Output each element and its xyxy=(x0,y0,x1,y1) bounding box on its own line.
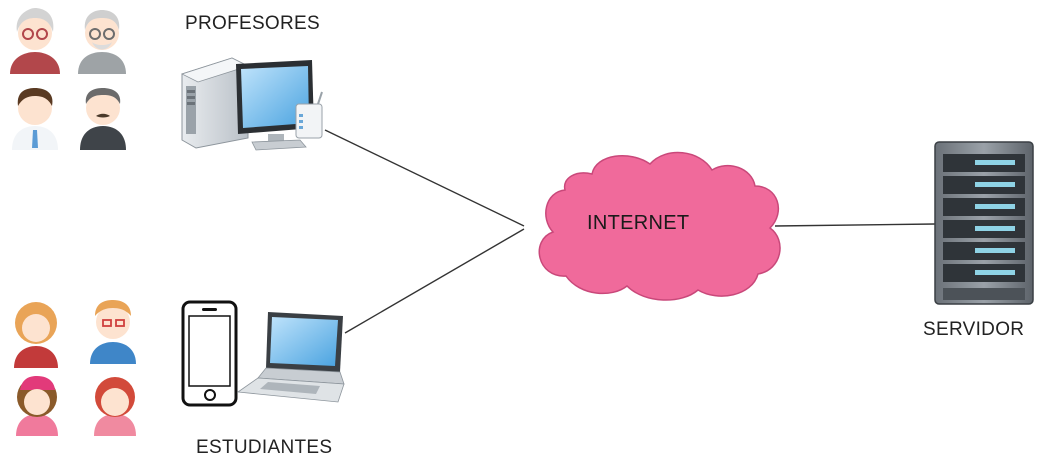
students-group xyxy=(14,300,136,436)
students-label: ESTUDIANTES xyxy=(196,437,333,458)
elderly-man-avatar xyxy=(78,10,126,74)
mustached-man-avatar xyxy=(80,88,126,150)
boy-glasses-avatar xyxy=(90,300,136,364)
young-man-avatar xyxy=(12,88,58,150)
elderly-woman-avatar xyxy=(10,8,60,74)
girl-pink-hair-avatar xyxy=(16,376,58,436)
curly-girl-avatar xyxy=(14,302,58,368)
cloud-icon xyxy=(538,151,781,301)
internet-label: INTERNET xyxy=(587,212,690,234)
link-teachers-internet xyxy=(324,129,525,227)
teachers-group xyxy=(10,8,126,150)
redhead-girl-avatar xyxy=(94,377,136,436)
server-rack-icon xyxy=(934,141,1034,305)
smartphone-icon xyxy=(181,300,238,407)
connections xyxy=(324,129,936,334)
link-internet-server xyxy=(774,223,936,227)
server-label: SERVIDOR xyxy=(923,319,1025,340)
laptop-icon xyxy=(236,312,345,403)
link-students-internet xyxy=(344,228,525,334)
desktop-computer-icon xyxy=(180,57,323,151)
teachers-label: PROFESORES xyxy=(185,13,320,34)
